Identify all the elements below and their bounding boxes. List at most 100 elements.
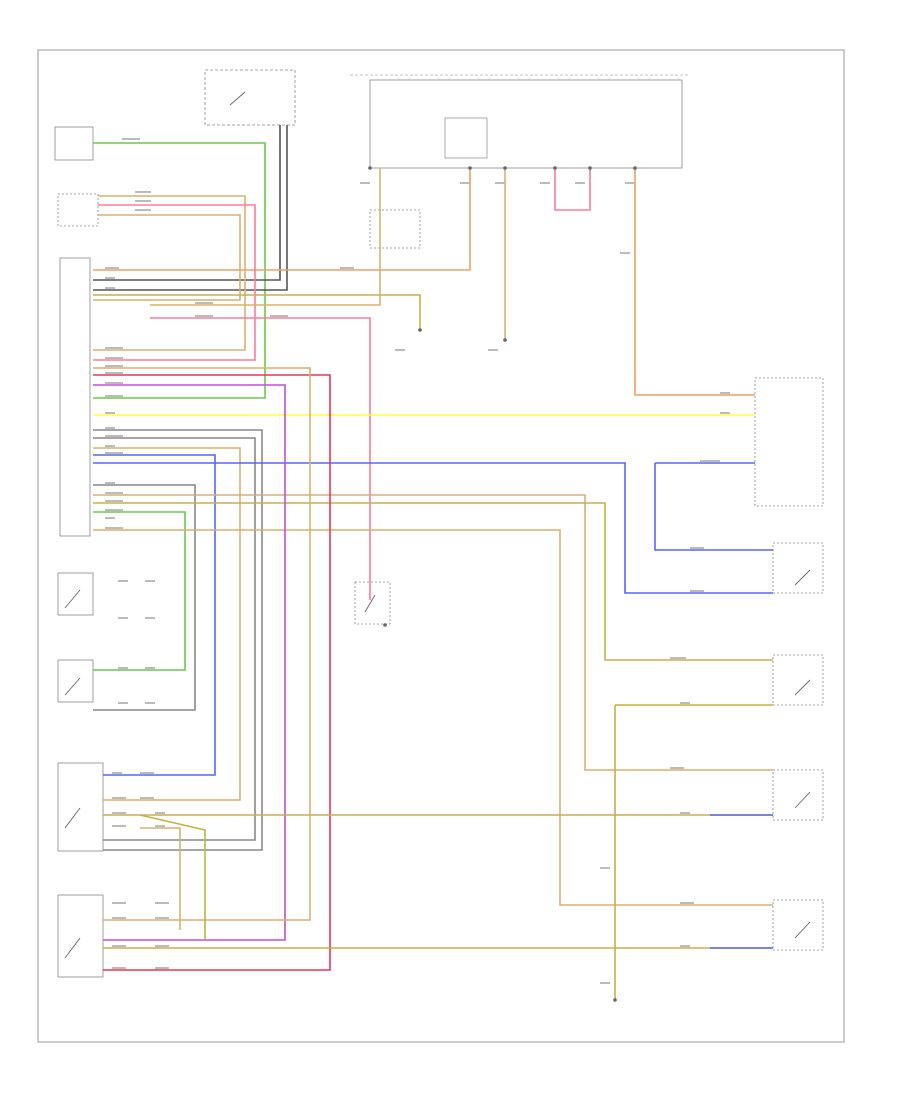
label-mark-71 bbox=[540, 182, 550, 184]
label-mark-70 bbox=[495, 182, 505, 184]
label-mark-10 bbox=[105, 347, 123, 349]
label-mark-16 bbox=[105, 412, 115, 414]
label-mark-9 bbox=[270, 315, 288, 317]
switch-contact-4 bbox=[794, 569, 811, 586]
label-mark-48 bbox=[140, 772, 154, 774]
wire-layer bbox=[93, 125, 773, 1000]
connector-dot-9 bbox=[383, 623, 387, 627]
center-trunk-switch bbox=[354, 581, 391, 625]
wire-tan-8 bbox=[150, 168, 381, 306]
wire-green-17 bbox=[93, 511, 186, 671]
label-mark-44 bbox=[145, 667, 155, 669]
label-mark-40 bbox=[145, 580, 155, 582]
wire-olive-20 bbox=[93, 502, 773, 661]
connector-dot-4 bbox=[588, 166, 592, 170]
connector-dot-1 bbox=[468, 166, 472, 170]
label-mark-6 bbox=[105, 287, 115, 289]
connector-layer bbox=[64, 91, 811, 1002]
label-mark-37 bbox=[680, 902, 694, 904]
label-layer bbox=[105, 138, 730, 984]
label-mark-24 bbox=[105, 509, 123, 511]
wire-tan-19 bbox=[93, 494, 773, 771]
relay-symbol bbox=[444, 117, 488, 159]
label-mark-20 bbox=[105, 452, 123, 454]
fuse-panel-box bbox=[369, 79, 683, 169]
connector-dot-8 bbox=[613, 998, 617, 1002]
label-mark-19 bbox=[105, 445, 115, 447]
label-mark-43 bbox=[118, 667, 128, 669]
label-mark-0 bbox=[122, 138, 140, 140]
label-mark-41 bbox=[118, 617, 128, 619]
label-mark-68 bbox=[360, 182, 370, 184]
connector-dot-0 bbox=[368, 166, 372, 170]
label-mark-50 bbox=[140, 797, 154, 799]
label-mark-53 bbox=[112, 825, 126, 827]
wire-olive-7 bbox=[93, 294, 421, 330]
connector-dot-5 bbox=[633, 166, 637, 170]
label-mark-63 bbox=[395, 349, 405, 351]
label-mark-38 bbox=[680, 945, 690, 947]
label-mark-61 bbox=[112, 967, 126, 969]
wire-gray-11 bbox=[93, 437, 256, 841]
label-mark-55 bbox=[112, 902, 126, 904]
wire-black-1 bbox=[93, 125, 281, 281]
wire-tan-24 bbox=[93, 367, 311, 921]
label-mark-56 bbox=[155, 902, 169, 904]
label-mark-54 bbox=[155, 825, 165, 827]
label-mark-27 bbox=[340, 267, 354, 269]
label-mark-15 bbox=[105, 395, 123, 397]
label-mark-72 bbox=[575, 182, 585, 184]
wire-blue-14 bbox=[93, 462, 773, 594]
label-mark-32 bbox=[690, 590, 704, 592]
label-mark-14 bbox=[105, 382, 123, 384]
label-mark-8 bbox=[195, 315, 213, 317]
wire-gray-18 bbox=[93, 484, 196, 711]
switch-contact-8 bbox=[364, 594, 376, 613]
label-mark-17 bbox=[105, 427, 115, 429]
label-mark-45 bbox=[118, 702, 128, 704]
label-mark-39 bbox=[118, 580, 128, 582]
label-mark-36 bbox=[680, 812, 690, 814]
label-mark-18 bbox=[105, 435, 123, 437]
label-mark-30 bbox=[700, 460, 720, 462]
label-mark-4 bbox=[105, 267, 119, 269]
label-mark-51 bbox=[112, 812, 126, 814]
tire-pressure-module-box bbox=[57, 193, 99, 227]
label-mark-22 bbox=[105, 492, 123, 494]
label-mark-65 bbox=[600, 867, 610, 869]
wire-blue-13 bbox=[93, 454, 216, 776]
wire-pink-5 bbox=[93, 204, 256, 361]
label-mark-23 bbox=[105, 500, 123, 502]
ignition-switch-box bbox=[204, 69, 296, 126]
switch-contact-7 bbox=[794, 921, 811, 939]
switch-contact-5 bbox=[794, 679, 811, 696]
switch-contact-1 bbox=[64, 677, 81, 696]
oil-pressure-sensor-box bbox=[54, 126, 94, 161]
wire-orange-16 bbox=[634, 168, 755, 396]
label-mark-2 bbox=[135, 200, 151, 202]
wire-tan-36 bbox=[140, 827, 181, 930]
wire-blue-32 bbox=[654, 463, 773, 551]
label-mark-21 bbox=[105, 482, 115, 484]
right-rear-door-actuator bbox=[57, 762, 104, 852]
connector-dot-3 bbox=[553, 166, 557, 170]
label-mark-46 bbox=[145, 702, 155, 704]
label-mark-35 bbox=[670, 767, 684, 769]
connector-dot-6 bbox=[418, 328, 422, 332]
right-front-door-actuator bbox=[57, 659, 94, 703]
label-mark-11 bbox=[105, 357, 123, 359]
label-mark-60 bbox=[155, 945, 169, 947]
label-mark-49 bbox=[112, 797, 126, 799]
label-mark-13 bbox=[105, 372, 123, 374]
hood-switch-right bbox=[772, 542, 824, 594]
label-mark-33 bbox=[670, 657, 686, 659]
switch-contact-2 bbox=[64, 807, 81, 829]
right-rear-door-switch bbox=[772, 769, 824, 821]
switch-contact-0 bbox=[64, 589, 81, 609]
passenger-door-lock-actuator bbox=[57, 572, 94, 616]
connector-dot-7 bbox=[503, 338, 507, 342]
label-mark-59 bbox=[112, 945, 126, 947]
left-rear-door-switch bbox=[772, 899, 824, 951]
